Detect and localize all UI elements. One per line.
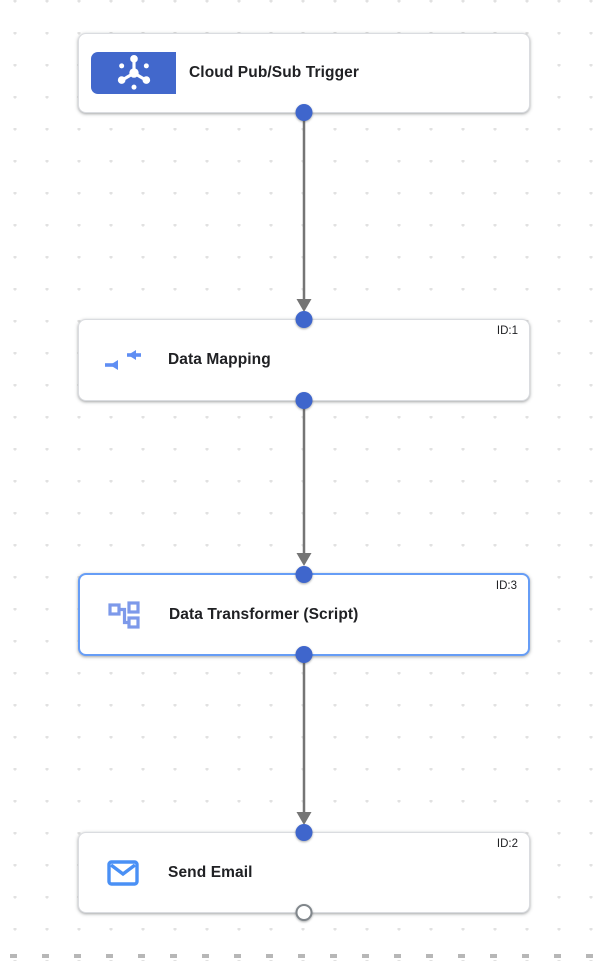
node-label: Data Transformer (Script) bbox=[169, 605, 359, 623]
output-port[interactable] bbox=[295, 646, 313, 663]
input-port[interactable] bbox=[295, 824, 313, 841]
email-icon bbox=[107, 859, 139, 886]
node-data-mapping[interactable]: ID:1 Data Mapping bbox=[78, 311, 530, 409]
canvas-edge-dashes bbox=[0, 954, 612, 958]
trigger-icon-block bbox=[91, 52, 176, 94]
edge-arrowhead-icon bbox=[296, 812, 312, 825]
node-send-email[interactable]: ID:2 Send Email bbox=[78, 824, 530, 921]
input-port[interactable] bbox=[295, 566, 313, 583]
pubsub-icon bbox=[117, 55, 150, 90]
data-transformer-icon bbox=[108, 600, 140, 629]
node-id-badge: ID:2 bbox=[496, 838, 518, 850]
node-cloud-pubsub-trigger[interactable]: Cloud Pub/Sub Trigger bbox=[78, 33, 530, 121]
node-id-badge: ID:3 bbox=[495, 580, 517, 592]
node-data-transformer[interactable]: ID:3 Data Transformer (Script) bbox=[78, 566, 530, 663]
edge-arrowhead-icon bbox=[296, 299, 312, 312]
input-port[interactable] bbox=[295, 311, 313, 328]
node-id-badge: ID:1 bbox=[496, 325, 518, 337]
node-label: Cloud Pub/Sub Trigger bbox=[189, 64, 360, 81]
data-mapping-icon bbox=[105, 350, 141, 370]
output-port-empty[interactable] bbox=[295, 904, 313, 921]
edge-arrowhead-icon bbox=[296, 553, 312, 566]
output-port[interactable] bbox=[295, 104, 313, 121]
output-port[interactable] bbox=[295, 392, 313, 409]
node-label: Send Email bbox=[168, 863, 253, 881]
node-label: Data Mapping bbox=[168, 351, 271, 368]
